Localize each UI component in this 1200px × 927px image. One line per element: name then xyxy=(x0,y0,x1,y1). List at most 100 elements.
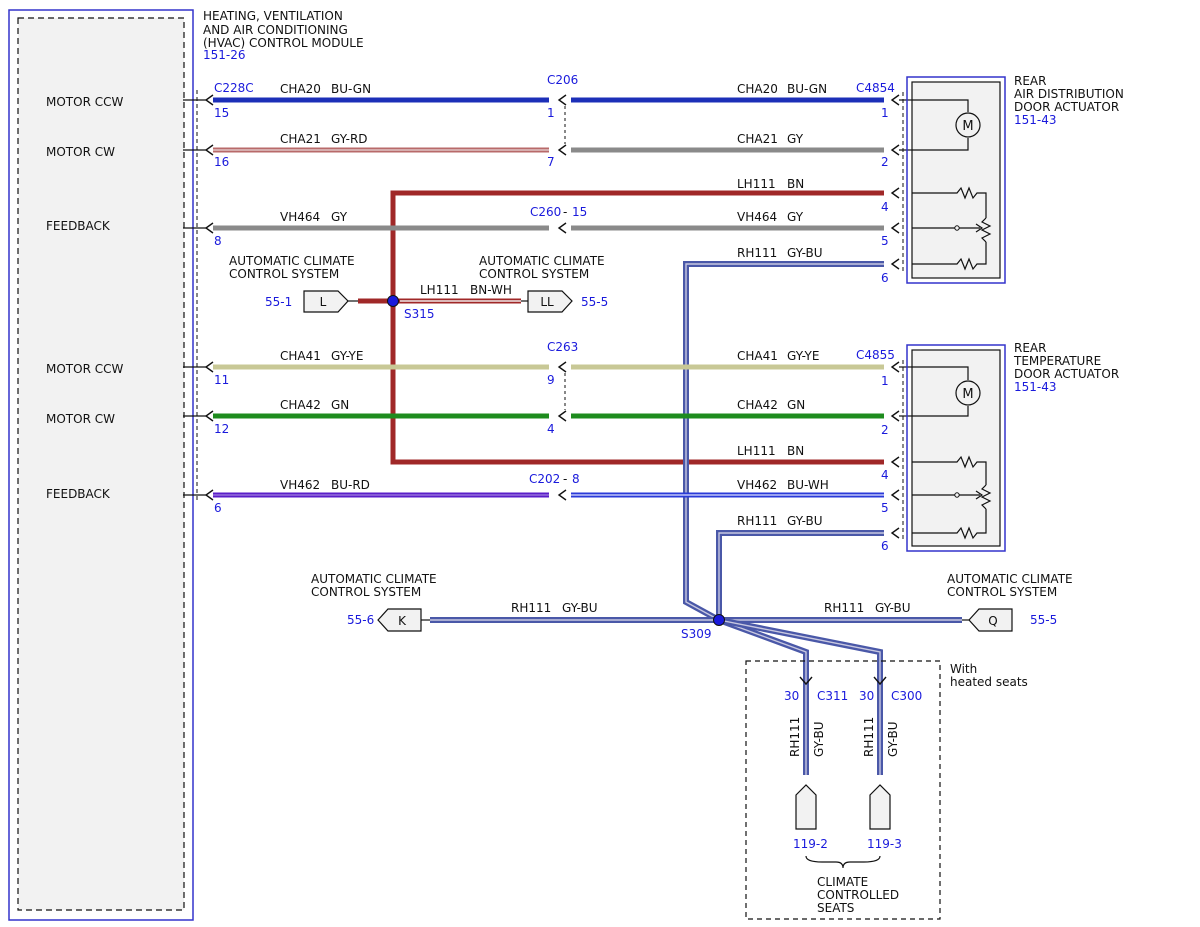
pin-6: 6 xyxy=(214,501,222,515)
seats-note-2: heated seats xyxy=(950,675,1028,689)
acc-title-4b: CONTROL SYSTEM xyxy=(947,585,1057,599)
circuit-rh111-vert-2: RH111 xyxy=(862,717,876,757)
acc-title-1a: AUTOMATIC CLIMATE xyxy=(229,254,355,268)
temp-actuator-title-3: DOOR ACTUATOR xyxy=(1014,367,1119,381)
module-title-line-1: HEATING, VENTILATION xyxy=(203,9,343,23)
splice-s309: S309 xyxy=(681,627,712,641)
c260-pin: 15 xyxy=(572,205,587,219)
circuit-cha42-left: CHA42 xyxy=(280,398,321,412)
pin-label-motor-cw-1: MOTOR CW xyxy=(46,145,115,159)
color-gy-bu-1: GY-BU xyxy=(787,246,823,260)
connector-c206: C206 xyxy=(547,73,578,87)
c263-pin-9: 9 xyxy=(547,373,555,387)
pin-label-motor-cw-2: MOTOR CW xyxy=(46,412,115,426)
temp-actuator-ref: 151-43 xyxy=(1014,380,1057,394)
c300-pin: 30 xyxy=(859,689,874,703)
c311-pin: 30 xyxy=(784,689,799,703)
wire-rh111 xyxy=(430,258,962,775)
c4855-pin-4: 4 xyxy=(881,468,889,482)
color-gy-3: GY xyxy=(787,210,804,224)
splice-s315: S315 xyxy=(404,307,435,321)
ref-flag-k[interactable]: K xyxy=(377,608,430,632)
color-gy-ye-right: GY-YE xyxy=(787,349,819,363)
seats-title-1: CLIMATE xyxy=(817,875,868,889)
module-ref: 151-26 xyxy=(203,48,246,62)
seats-title-2: CONTROLLED xyxy=(817,888,899,902)
ref-l-label: L xyxy=(320,295,327,309)
air-actuator-title-1: REAR xyxy=(1014,74,1046,88)
circuit-cha42-right: CHA42 xyxy=(737,398,778,412)
circuit-lh111-splice: LH111 xyxy=(420,283,459,297)
pin-11: 11 xyxy=(214,373,229,387)
connector-c4854: C4854 xyxy=(856,81,895,95)
air-distribution-actuator: M xyxy=(906,76,1006,284)
svg-text:M: M xyxy=(962,119,973,134)
connector-c311: C311 xyxy=(817,689,848,703)
color-bu-rd: BU-RD xyxy=(331,478,370,492)
acc-title-2b: CONTROL SYSTEM xyxy=(479,267,589,281)
ref-ll-page[interactable]: 55-5 xyxy=(581,295,608,309)
ref-flag-l[interactable]: L xyxy=(303,290,358,313)
color-gy-bu-4: GY-BU xyxy=(875,601,911,615)
acc-title-3b: CONTROL SYSTEM xyxy=(311,585,421,599)
color-gn-right: GN xyxy=(787,398,805,412)
seat-ref-1[interactable]: 119-2 xyxy=(793,837,828,851)
color-gn-left: GN xyxy=(331,398,349,412)
c4854-pin-4: 4 xyxy=(881,200,889,214)
circuit-vh462-left: VH462 xyxy=(280,478,320,492)
color-bu-gn-left: BU-GN xyxy=(331,82,371,96)
acc-title-1b: CONTROL SYSTEM xyxy=(229,267,339,281)
seat-flag-2[interactable] xyxy=(869,784,891,830)
pin-8: 8 xyxy=(214,234,222,248)
module-title-line-2: AND AIR CONDITIONING xyxy=(203,23,348,37)
pin-15: 15 xyxy=(214,106,229,120)
module-body xyxy=(17,17,185,911)
splice-s315-dot xyxy=(387,295,399,307)
circuit-rh111-2: RH111 xyxy=(737,514,777,528)
color-gy-rd: GY-RD xyxy=(331,132,368,146)
ref-l-page[interactable]: 55-1 xyxy=(265,295,292,309)
c4854-pin-2: 2 xyxy=(881,155,889,169)
connector-c260: C260 xyxy=(530,205,561,219)
color-bu-wh: BU-WH xyxy=(787,478,829,492)
pin-label-motor-ccw-2: MOTOR CCW xyxy=(46,362,123,376)
ref-q-page[interactable]: 55-5 xyxy=(1030,613,1057,627)
wire-cha41 xyxy=(183,361,912,373)
connector-c300: C300 xyxy=(891,689,922,703)
c4854-pin-1: 1 xyxy=(881,106,889,120)
color-gy-ye-left: GY-YE xyxy=(331,349,363,363)
ref-flag-ll[interactable]: LL xyxy=(521,290,573,313)
color-gy-bu-vert-2: GY-BU xyxy=(886,721,900,757)
ref-flag-q[interactable]: Q xyxy=(962,608,1013,632)
c260-dash: - xyxy=(563,205,567,219)
circuit-cha21-left: CHA21 xyxy=(280,132,321,146)
circuit-rh111-4: RH111 xyxy=(824,601,864,615)
color-bn-top: BN xyxy=(787,177,804,191)
c4855-pin-2: 2 xyxy=(881,423,889,437)
heated-seats-box xyxy=(745,660,941,920)
ref-k-label: K xyxy=(398,614,407,628)
wire-vh462 xyxy=(183,489,900,501)
svg-text:M: M xyxy=(962,387,973,402)
pin-12: 12 xyxy=(214,422,229,436)
pin-label-feedback-2: FEEDBACK xyxy=(46,487,111,501)
c206-pin-1: 1 xyxy=(547,106,555,120)
motor-icon xyxy=(955,380,981,406)
seats-title-3: SEATS xyxy=(817,901,854,915)
temperature-actuator: M xyxy=(906,344,1006,552)
ref-k-page[interactable]: 55-6 xyxy=(347,613,374,627)
splice-s309-dot xyxy=(713,614,725,626)
connector-c4855: C4855 xyxy=(856,348,895,362)
seat-ref-2[interactable]: 119-3 xyxy=(867,837,902,851)
c311-arrow xyxy=(799,676,813,686)
color-gy-1: GY xyxy=(787,132,804,146)
seats-brace xyxy=(805,855,881,869)
c4854-pin-5: 5 xyxy=(881,234,889,248)
pin-label-feedback-1: FEEDBACK xyxy=(46,219,111,233)
seat-flag-1[interactable] xyxy=(795,784,817,830)
circuit-cha41-left: CHA41 xyxy=(280,349,321,363)
c4855-pin-6: 6 xyxy=(881,539,889,553)
color-gy-bu-2: GY-BU xyxy=(787,514,823,528)
c300-arrow xyxy=(873,676,887,686)
